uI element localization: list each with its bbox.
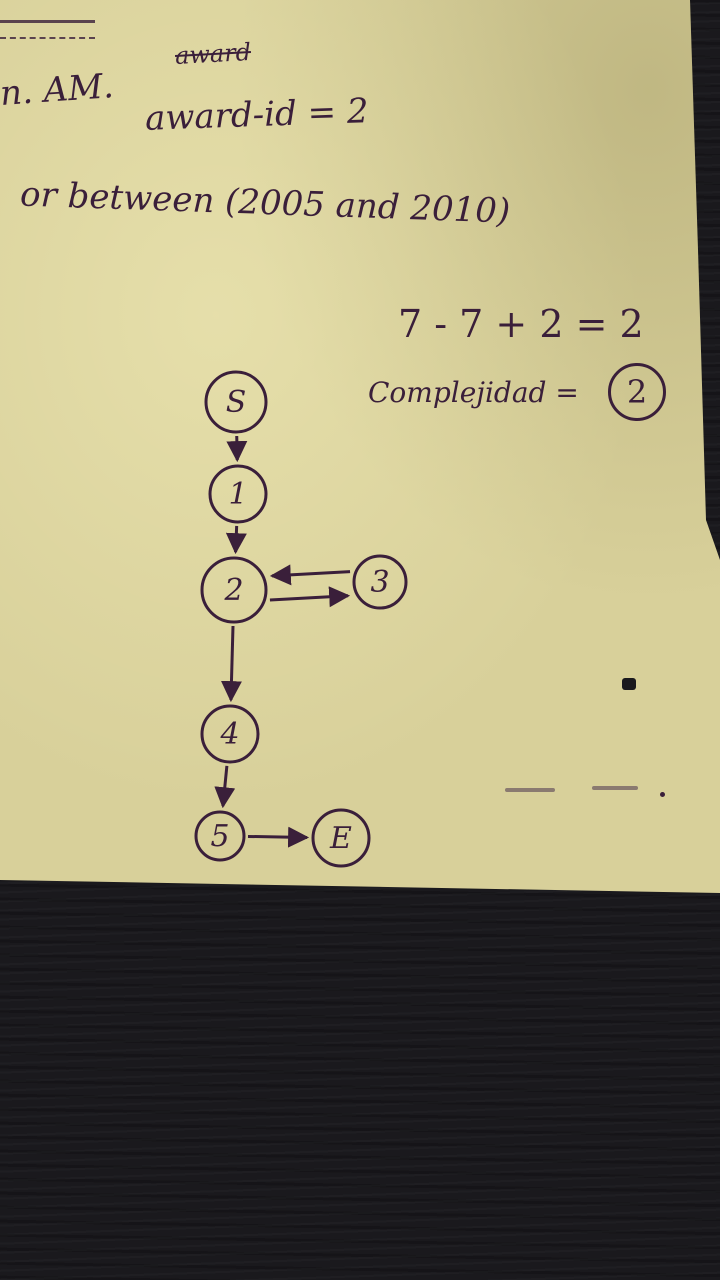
edge-S-1 — [226, 435, 248, 463]
dash-mark-2 — [592, 786, 638, 790]
top-scribble — [0, 20, 95, 39]
edge-2-4 — [220, 625, 242, 703]
node-circle-2 — [200, 556, 268, 624]
node-circle-E — [311, 808, 371, 868]
ink-dot — [660, 792, 665, 797]
node-label-5: 5 — [210, 819, 229, 854]
complexity-value: 2 — [626, 373, 648, 411]
edge-3-2 — [269, 564, 351, 586]
dash-mark-1 — [505, 788, 555, 792]
node-label-3: 3 — [370, 565, 389, 600]
node-label-S: S — [226, 385, 247, 420]
node-circle-5 — [194, 810, 246, 862]
edge-5-E — [247, 826, 310, 848]
edge-1-2 — [225, 525, 247, 555]
node-label-4: 4 — [219, 717, 239, 752]
formula: 7 - 7 + 2 = 2 — [398, 302, 644, 346]
node-circle-3 — [352, 554, 408, 610]
node-circle-1 — [208, 464, 268, 524]
paper-sheet — [0, 0, 720, 893]
edge-4-5 — [214, 765, 236, 809]
paper-hole — [622, 678, 636, 690]
edge-2-3 — [269, 586, 351, 608]
node-circle-S — [204, 370, 268, 434]
complexity-value-circle: 2 — [608, 363, 666, 421]
node-label-1: 1 — [228, 477, 247, 512]
node-circle-4 — [200, 704, 260, 764]
node-label-2: 2 — [223, 573, 243, 608]
node-label-E: E — [329, 821, 352, 856]
complexity-label: Complejidad = — [368, 376, 579, 409]
